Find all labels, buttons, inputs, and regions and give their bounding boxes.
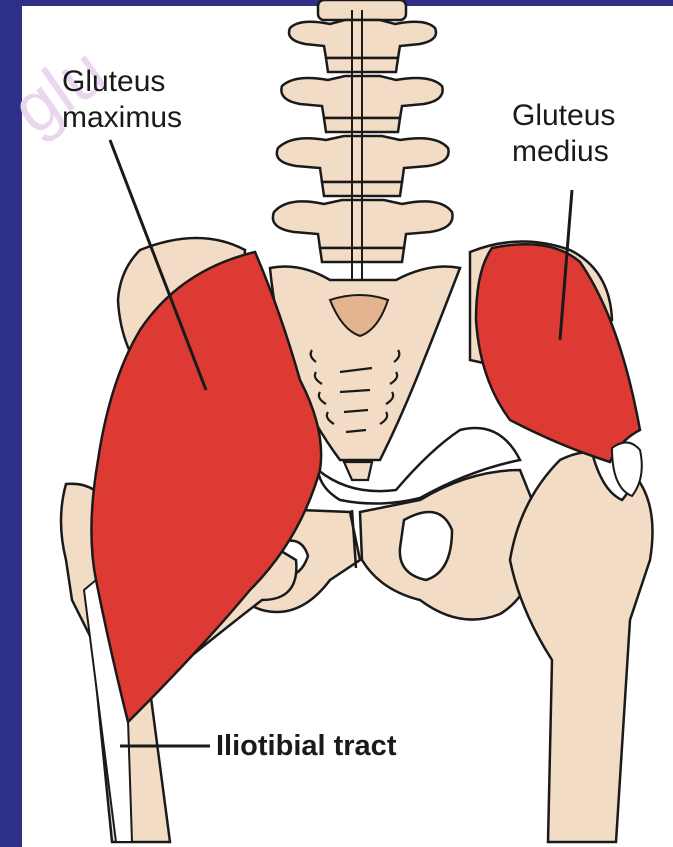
gluteus-medius-muscle: [476, 244, 640, 462]
label-gluteus-medius: Gluteus medius: [512, 98, 615, 170]
label-gluteus-medius-line2: medius: [512, 134, 615, 170]
label-gluteus-medius-line1: Gluteus: [512, 98, 615, 134]
coccyx: [344, 462, 372, 480]
label-iliotibial-tract: Iliotibial tract: [216, 728, 396, 764]
label-gluteus-maximus: Gluteus maximus: [62, 64, 182, 136]
label-gluteus-maximus-line2: maximus: [62, 100, 182, 136]
label-gluteus-maximus-line1: Gluteus: [62, 64, 182, 100]
right-femur: [510, 452, 653, 842]
